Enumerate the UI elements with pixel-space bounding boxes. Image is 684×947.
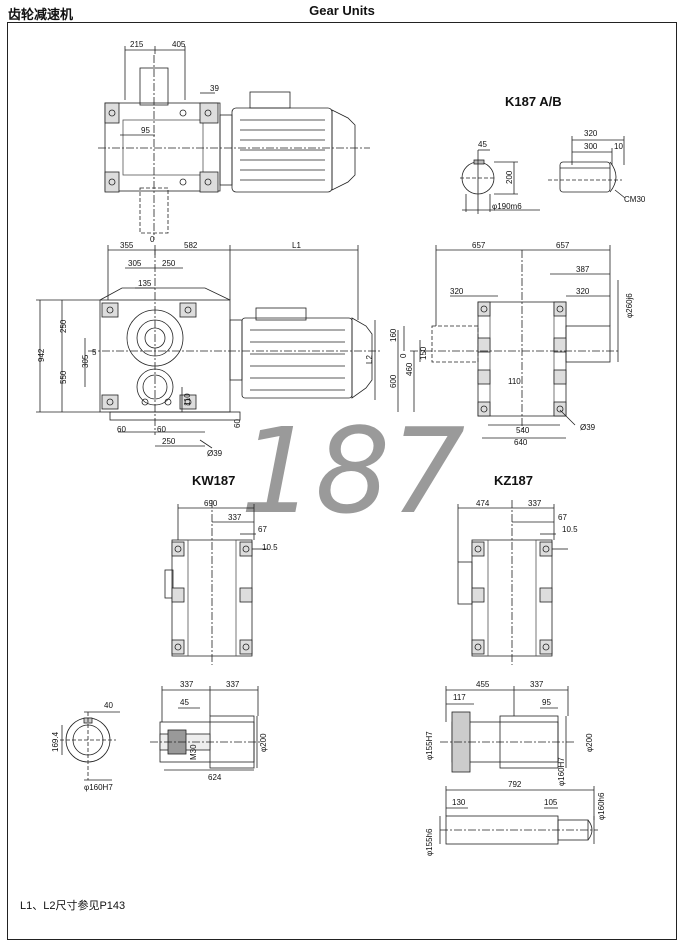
dim-kw-337: 337	[228, 513, 242, 522]
dim-405: 405	[172, 40, 186, 49]
dim-front-110: 110	[183, 393, 192, 406]
shaft-end-detail	[460, 149, 540, 214]
dim-hw-45: 45	[180, 698, 189, 707]
dim-kz-474: 474	[476, 499, 490, 508]
dim-hw-d200: φ200	[259, 733, 268, 752]
side-view	[397, 245, 620, 439]
dim-key-10: 10	[614, 142, 623, 151]
dim-hs-40: 40	[104, 701, 113, 710]
dim-hw-624: 624	[208, 773, 222, 782]
kw-hollow-shaft	[150, 686, 262, 771]
kw187-view	[164, 500, 268, 665]
dim-front-305: 305	[128, 259, 142, 268]
dim-side-d260: φ260j6	[625, 293, 634, 318]
kz187-view	[457, 500, 568, 665]
dim-hz-d200: φ200	[585, 733, 594, 752]
dim-side-320a: 320	[450, 287, 464, 296]
dim-shaft-200: 200	[505, 170, 514, 184]
dim-front-135: 135	[138, 279, 152, 288]
dim-front-305v: 305	[81, 354, 90, 368]
dim-key-300: 300	[584, 142, 598, 151]
dim-front-60c: 60	[233, 419, 242, 428]
dim-sf-d160: φ160h6	[597, 792, 606, 820]
dim-key-cm30: CM30	[624, 195, 646, 204]
dim-kz-67: 67	[558, 513, 567, 522]
dim-front-60a: 60	[117, 425, 126, 434]
dim-shaft-45: 45	[478, 140, 487, 149]
dim-front-250b: 250	[162, 437, 176, 446]
dim-hw-337b: 337	[226, 680, 240, 689]
dim-hs-169: 169.4	[51, 731, 60, 752]
page-header: 齿轮减速机 Gear Units	[0, 0, 684, 24]
kz-hollow-shaft	[440, 686, 575, 773]
shaft-key-detail	[548, 136, 626, 199]
dim-front-942: 942	[37, 348, 46, 362]
dim-side-540: 540	[516, 426, 530, 435]
dim-hz-d160: φ160H7	[557, 757, 566, 786]
dim-hz-d155: φ155H7	[425, 731, 434, 760]
dim-shaft-d190: φ190m6	[492, 202, 522, 211]
dim-side-0: 0	[399, 353, 408, 358]
footer-note: L1、L2尺寸参见P143	[20, 900, 126, 912]
model-watermark: 187	[240, 402, 465, 540]
dim-front-550: 550	[59, 370, 68, 384]
dim-front-5: 5	[92, 348, 97, 357]
dim-sf-130: 130	[452, 798, 466, 807]
dim-side-150: 150	[419, 346, 428, 360]
kz187-title: KZ187	[494, 473, 533, 488]
dim-front-0: 0	[150, 235, 155, 244]
dim-kz-337: 337	[528, 499, 542, 508]
dim-side-d39: Ø39	[580, 423, 596, 432]
header-center-title: Gear Units	[309, 3, 375, 18]
dim-hz-95: 95	[542, 698, 551, 707]
kw187-title: KW187	[192, 473, 235, 488]
dim-front-L1: L1	[292, 241, 301, 250]
dim-kw-10-5: 10.5	[262, 543, 278, 552]
header-left-title: 齿轮减速机	[8, 7, 74, 22]
dim-side-640: 640	[514, 438, 528, 447]
dim-hz-117: 117	[453, 693, 466, 702]
dim-side-460: 460	[405, 362, 414, 376]
dim-hw-337a: 337	[180, 680, 194, 689]
dim-kw-67: 67	[258, 525, 267, 534]
dim-key-320: 320	[584, 129, 598, 138]
dim-kz-10-5: 10.5	[562, 525, 578, 534]
dim-side-657b: 657	[556, 241, 570, 250]
k187-ab-title: K187 A/B	[505, 94, 562, 109]
drawing-frame	[7, 22, 677, 940]
dim-side-600: 600	[389, 374, 398, 388]
dim-215: 215	[130, 40, 144, 49]
dim-hz-337: 337	[530, 680, 544, 689]
dim-95: 95	[141, 126, 150, 135]
dim-front-250: 250	[162, 259, 176, 268]
dim-side-387: 387	[576, 265, 590, 274]
dim-front-582: 582	[184, 241, 198, 250]
top-plan-view	[98, 46, 370, 240]
hollow-shaft-section	[60, 711, 120, 781]
dim-sf-792: 792	[508, 780, 522, 789]
dim-hz-455: 455	[476, 680, 490, 689]
dim-side-110: 110	[508, 377, 521, 386]
dim-sf-d155: φ155h6	[425, 828, 434, 856]
dim-sf-105: 105	[544, 798, 558, 807]
dim-side-160: 160	[389, 328, 398, 342]
dim-side-657a: 657	[472, 241, 486, 250]
dim-39: 39	[210, 84, 219, 93]
dim-front-L2: L2	[365, 355, 374, 364]
front-view	[36, 245, 382, 449]
dim-side-320b: 320	[576, 287, 590, 296]
kz-shrink-shaft	[439, 786, 598, 845]
dim-front-250v: 250	[59, 319, 68, 333]
dim-front-355: 355	[120, 241, 134, 250]
dim-hw-m30: M30	[189, 744, 198, 760]
dim-hs-d160: φ160H7	[84, 783, 113, 792]
dim-front-d39: Ø39	[207, 449, 223, 458]
dim-front-60b: 60	[157, 425, 166, 434]
dim-kw-690: 690	[204, 499, 218, 508]
